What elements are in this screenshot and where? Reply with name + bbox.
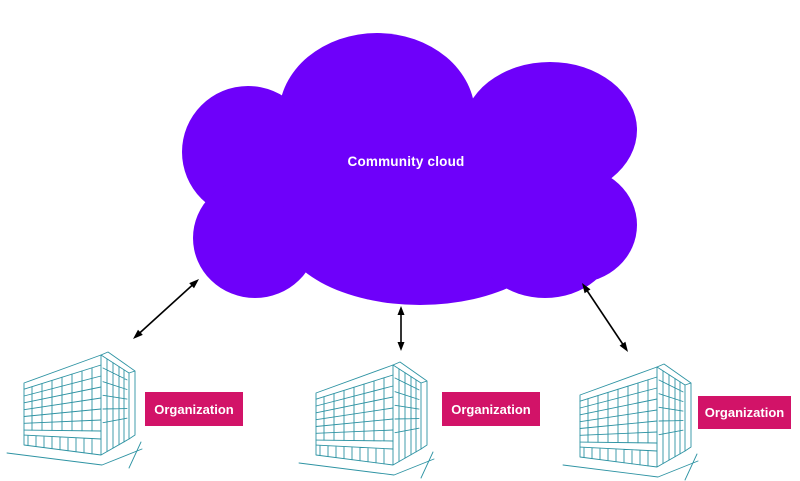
buildings xyxy=(6,351,699,481)
organization-label: Organization xyxy=(442,392,540,426)
double-arrow-left xyxy=(133,279,199,339)
office-building-icon xyxy=(6,351,143,469)
double-arrow-right xyxy=(582,283,628,352)
organization-label: Organization xyxy=(145,392,243,426)
connection-arrows xyxy=(133,279,628,352)
cloud-label: Community cloud xyxy=(347,154,465,169)
community-cloud-shape xyxy=(182,33,637,305)
office-building-icon xyxy=(562,363,699,481)
double-arrow-middle xyxy=(397,306,405,351)
office-building-icon xyxy=(298,361,435,479)
organization-label: Organization xyxy=(698,396,791,429)
